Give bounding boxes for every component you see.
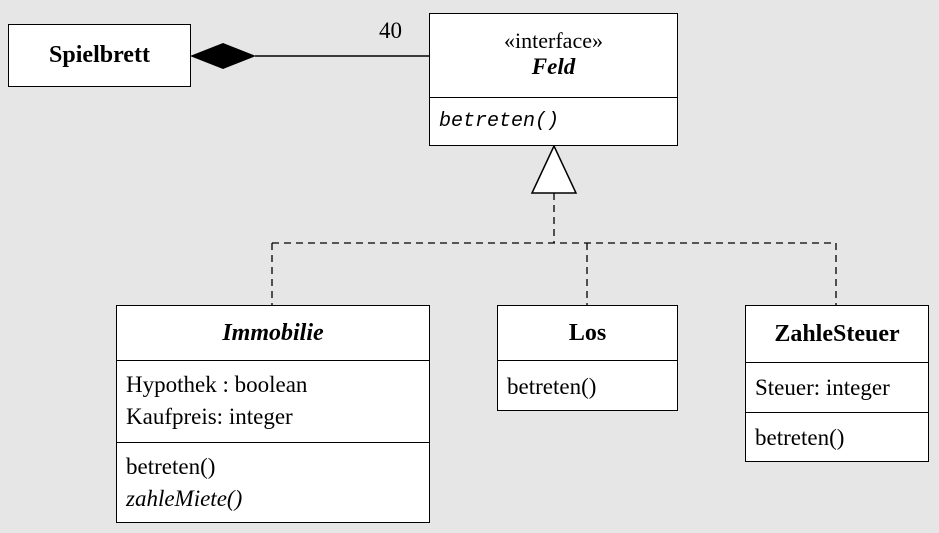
attribute: Steuer: integer: [755, 375, 890, 400]
attribute: Kaufpreis: integer: [126, 404, 293, 429]
attributes-compartment: Steuer: integer: [746, 363, 928, 413]
realization-lines: [271, 193, 837, 305]
realization-triangle: [530, 144, 578, 194]
class-los: Los betreten(): [497, 305, 678, 411]
attributes-compartment: Hypothek : boolean Kaufpreis: integer: [117, 361, 429, 443]
multiplicity-label: 40: [379, 18, 402, 43]
class-name: Spielbrett: [49, 42, 150, 68]
class-zahlesteuer: ZahleSteuer Steuer: integer betreten(): [745, 305, 929, 462]
attribute: Hypothek : boolean: [126, 372, 308, 397]
operation: betreten(): [507, 374, 597, 399]
class-header: Los: [498, 306, 677, 361]
interface-header: «interface» Feld: [430, 14, 677, 98]
class-spielbrett: Spielbrett: [8, 24, 191, 87]
class-name: ZahleSteuer: [774, 320, 900, 347]
class-header: Immobilie: [117, 306, 429, 361]
interface-name: Feld: [531, 54, 576, 79]
interface-feld: «interface» Feld betreten(): [429, 13, 678, 146]
operation: betreten(): [126, 454, 216, 479]
operations-compartment: betreten(): [498, 361, 677, 403]
operations-compartment: betreten(): [746, 413, 928, 454]
composition-diamond: [190, 43, 256, 69]
class-name: Immobilie: [222, 319, 324, 346]
stereotype-label: «interface»: [504, 28, 603, 53]
operation: betreten(): [439, 110, 560, 133]
operation: zahleMiete(): [126, 486, 243, 511]
operation: betreten(): [755, 425, 845, 450]
class-immobilie: Immobilie Hypothek : boolean Kaufpreis: …: [116, 305, 430, 523]
class-name: Los: [568, 319, 607, 346]
operations-compartment: betreten() zahleMiete(): [117, 443, 429, 515]
class-header: ZahleSteuer: [746, 306, 928, 363]
operations-compartment: betreten(): [430, 98, 677, 138]
